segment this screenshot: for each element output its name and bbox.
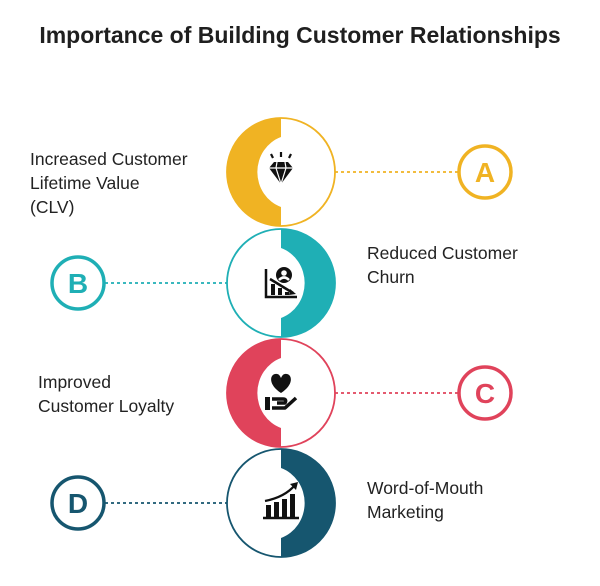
- page-title: Importance of Building Customer Relation…: [0, 20, 600, 51]
- item-b: B: [50, 228, 336, 338]
- heart-in-hand-icon: [265, 373, 298, 410]
- ring-thick-half: [281, 229, 335, 337]
- letter-badge: [457, 365, 513, 421]
- diamond-icon: [269, 152, 293, 187]
- item-d: D: [50, 448, 336, 558]
- letter-badge-text: D: [68, 488, 88, 519]
- ring-thick-half: [227, 339, 281, 447]
- letter-badge-text: A: [475, 157, 495, 188]
- letter-badge-text: C: [475, 378, 495, 409]
- letter-badge: [457, 144, 513, 200]
- item-c: C: [226, 338, 513, 448]
- ring-thick-half: [281, 449, 335, 557]
- title-text: Importance of Building Customer Relation…: [39, 22, 561, 48]
- ring-thick-half: [227, 118, 281, 226]
- letter-badge: [50, 255, 106, 311]
- customer-decline-chart-icon: [264, 267, 297, 299]
- item-a: A: [226, 117, 513, 227]
- letter-badge-text: B: [68, 268, 88, 299]
- growth-chart-icon: [263, 482, 299, 520]
- letter-badge: [50, 475, 106, 531]
